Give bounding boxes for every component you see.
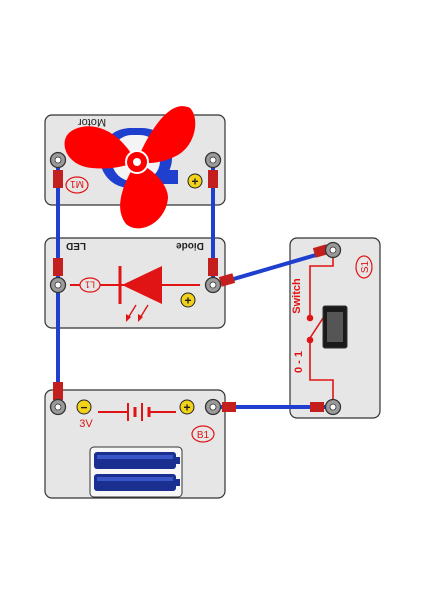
fan-propeller — [64, 106, 196, 229]
diode-plus-badge: + — [180, 292, 196, 308]
connector-diode-right — [208, 258, 218, 276]
switch-position-label: 0 - 1 — [293, 351, 305, 373]
motor-id-label: M1 — [70, 178, 84, 189]
connectors — [53, 170, 330, 412]
connector-diode-out — [218, 273, 236, 287]
battery-cell-2 — [94, 474, 180, 491]
switch-label: Switch — [291, 278, 303, 314]
terminal-battery-left — [49, 398, 67, 416]
terminal-switch-top — [324, 241, 342, 259]
led-label: LED — [66, 240, 86, 251]
battery-plus-sign: + — [183, 401, 190, 415]
battery-minus-badge: − — [76, 399, 92, 415]
connector-battery-right — [222, 402, 236, 412]
connector-battery-left — [53, 382, 63, 400]
diode-id-badge: L1 — [79, 277, 101, 293]
battery-minus-sign: − — [80, 401, 87, 415]
connector-motor-right — [208, 170, 218, 188]
switch-id-badge: S1 — [355, 255, 373, 279]
terminal-switch-bottom — [324, 398, 342, 416]
switch-id-label: S1 — [360, 260, 371, 273]
terminal-battery-right — [204, 398, 222, 416]
terminal-motor-right — [204, 151, 222, 169]
terminal-diode-right — [204, 276, 222, 294]
connector-switch-bottom — [310, 402, 324, 412]
battery-cell-1 — [94, 452, 180, 469]
connector-switch-top — [312, 244, 330, 258]
terminal-led-left — [49, 276, 67, 294]
motor-id-badge: M1 — [65, 176, 89, 194]
battery-id-badge: B1 — [191, 425, 215, 443]
motor-plus-sign: + — [191, 175, 198, 189]
battery-id-label: B1 — [197, 430, 210, 441]
diode-id-label: L1 — [85, 280, 95, 290]
battery-voltage: 3V — [79, 418, 93, 430]
switch-slider-window — [327, 312, 343, 342]
diode-label: Diode — [176, 240, 204, 251]
snap-terminals[interactable] — [49, 151, 342, 416]
battery-symbol — [98, 403, 176, 421]
battery-plus-badge: + — [179, 399, 195, 415]
connector-motor-left — [53, 170, 63, 188]
terminal-motor-left — [49, 151, 67, 169]
diode-plus-sign: + — [184, 294, 191, 308]
connector-led-left — [53, 258, 63, 276]
motor-name-label: Motor — [78, 116, 106, 128]
motor-plus-badge: + — [187, 173, 203, 189]
